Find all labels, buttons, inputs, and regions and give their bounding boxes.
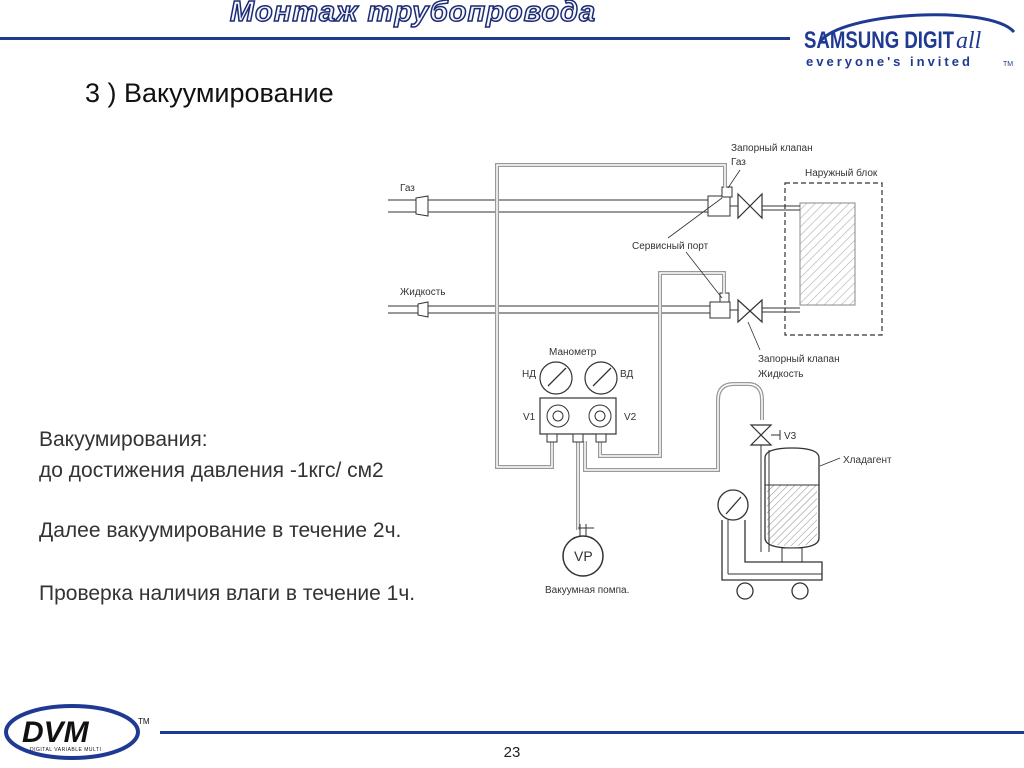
v2-knob <box>588 404 612 428</box>
section-title: 3 ) Вакуумирование <box>85 78 334 108</box>
refrigerant-cart <box>721 520 823 581</box>
gas-stop-valve <box>737 192 763 220</box>
label-service-port: Сервисный порт <box>632 241 709 252</box>
body-line-2: до достижения давления -1кгс/ см2 <box>39 459 384 482</box>
header-title: Монтаж трубопровода <box>229 0 597 29</box>
label-v1: V1 <box>523 412 536 423</box>
label-high-pressure: ВД <box>620 369 633 380</box>
label-vacuum-pump: Вакуумная помпа. <box>545 585 629 596</box>
label-stop-valve-gas: Газ <box>731 157 746 168</box>
label-gas: Газ <box>400 183 415 194</box>
logo-wordmark: SAMSUNG DIGIT <box>804 27 954 54</box>
dvm-logo: DVM TM DIGITAL VARIABLE MULTI <box>4 704 150 760</box>
body-line-1: Вакуумирования: <box>39 428 208 451</box>
samsung-digitall-logo: SAMSUNG DIGIT all everyone's invited TM <box>804 13 1016 69</box>
cart-wheel-left <box>736 582 754 600</box>
body-line-3: Далее вакуумирование в течение 2ч. <box>39 519 402 542</box>
label-stop-valve: Запорный клапан <box>731 143 813 154</box>
scale-gauge <box>717 489 749 521</box>
dvm-logo-subtitle: DIGITAL VARIABLE MULTI <box>30 747 101 753</box>
dvm-logo-text: DVM <box>22 716 90 749</box>
gas-service-port-cap <box>721 186 733 198</box>
v1-knob <box>546 404 570 428</box>
page-number: 23 <box>503 744 521 761</box>
logo-tagline: everyone's invited <box>806 54 973 69</box>
logo-tagline-mark: TM <box>1003 61 1013 68</box>
service-port-leaders <box>667 169 761 351</box>
label-vp: VP <box>574 548 593 564</box>
outdoor-unit-outline <box>784 182 883 336</box>
vacuum-pump <box>562 535 604 577</box>
label-v2: V2 <box>624 412 637 423</box>
liquid-stop-valve <box>737 298 763 324</box>
label-outdoor-unit: Наружный блок <box>805 167 878 179</box>
footer-rule <box>160 731 1024 734</box>
label-low-pressure: НД <box>522 369 536 380</box>
logo-wordmark-suffix: all <box>956 28 982 54</box>
label-manometer: Манометр <box>549 347 597 358</box>
vacuuming-diagram: Газ Жидкость Запорный клапан Газ Наружны… <box>388 143 892 600</box>
label-refrigerant: Хладагент <box>843 455 892 466</box>
body-line-4: Проверка наличия влаги в течение 1ч. <box>39 582 416 605</box>
high-pressure-hose <box>598 271 726 458</box>
label-stop-valve-liquid: Жидкость <box>758 369 804 380</box>
label-stop-valve-bottom: Запорный клапан <box>758 354 840 365</box>
label-liquid: Жидкость <box>400 287 446 298</box>
dvm-logo-mark: TM <box>138 717 150 726</box>
v3-valve <box>749 424 773 446</box>
dvm-logo-ring <box>4 704 140 760</box>
liquid-service-port-block <box>709 301 731 319</box>
outdoor-unit-body <box>799 202 856 306</box>
gas-flare-nut <box>415 195 429 217</box>
logo-swoosh <box>818 13 1016 43</box>
cart-wheel-right <box>791 582 809 600</box>
liquid-flare-nut <box>417 301 429 318</box>
header-rule <box>0 37 790 40</box>
cylinder-liquid <box>767 485 817 546</box>
label-v3: V3 <box>784 431 797 442</box>
